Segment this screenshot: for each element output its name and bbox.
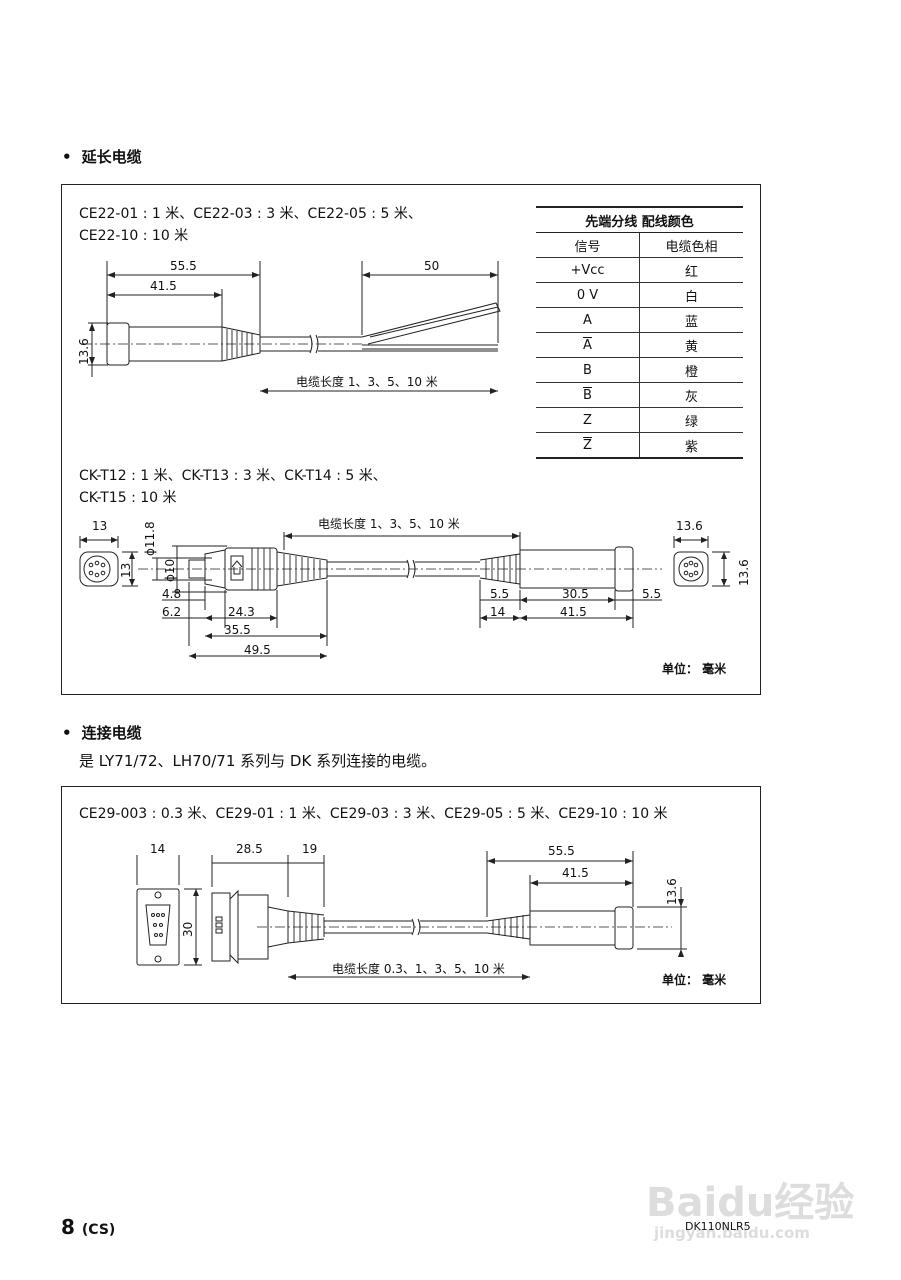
signal-cell: 0 V — [536, 282, 640, 308]
ckt-cable-drawing: 13 13 ϕ11.8 ϕ10 4.8 6.2 24.3 35.5 49.5 电… — [79, 516, 751, 659]
dim-13-6-side: 13.6 — [737, 559, 751, 586]
ckt-models: CK-T12 : 1 米、CK-T13 : 3 米、CK-T14 : 5 米、 … — [79, 465, 387, 509]
signal-cell: A — [536, 332, 640, 358]
ckt-models-line2: CK-T15 : 10 米 — [79, 490, 177, 506]
dim-41-5: 41.5 — [150, 279, 177, 293]
signal-cell: +Vcc — [536, 257, 640, 283]
dim-55-5: 55.5 — [170, 259, 197, 273]
dim-41-5-ce29: 41.5 — [562, 866, 589, 880]
cable-length-label-ce29: 电缆长度 0.3、1、3、5、10 米 — [332, 961, 505, 976]
dim-35-5: 35.5 — [224, 623, 251, 637]
doc-code: DK110NLR5 — [685, 1220, 751, 1233]
bullet: • — [62, 724, 72, 742]
dim-phi-10: ϕ10 — [163, 559, 177, 582]
dim-6-2: 6.2 — [162, 605, 181, 619]
signal-cell: Z — [536, 407, 640, 433]
dim-5-5-right: 5.5 — [642, 587, 661, 601]
section2-title: 连接电缆 — [81, 724, 142, 742]
ckt-models-line1: CK-T12 : 1 米、CK-T13 : 3 米、CK-T14 : 5 米、 — [79, 468, 387, 484]
color-cell: 橙 — [639, 357, 743, 383]
header-signal: 信号 — [536, 232, 640, 258]
color-cell: 绿 — [639, 407, 743, 433]
dim-28-5: 28.5 — [236, 842, 263, 856]
signal-cell: B — [536, 382, 640, 408]
ce29-models: CE29-003 : 0.3 米、CE29-01 : 1 米、CE29-03 :… — [79, 806, 668, 822]
dim-14: 14 — [490, 605, 505, 619]
cable-length-label-2: 电缆长度 1、3、5、10 米 — [318, 516, 460, 531]
dim-50: 50 — [424, 259, 439, 273]
dim-4-8: 4.8 — [162, 587, 181, 601]
connection-cable-frame: CE29-003 : 0.3 米、CE29-01 : 1 米、CE29-03 :… — [61, 786, 761, 1004]
dim-30-5: 30.5 — [562, 587, 589, 601]
color-cell: 白 — [639, 282, 743, 308]
ce22-models-line2: CE22-10 : 10 米 — [79, 228, 189, 244]
cable-length-label: 电缆长度 1、3、5、10 米 — [296, 374, 438, 389]
table-caption: 先端分线 配线颜色 — [536, 206, 743, 233]
dim-49-5: 49.5 — [244, 643, 271, 657]
color-cell: 黄 — [639, 332, 743, 358]
bullet: • — [62, 148, 72, 166]
dim-13-6-top: 13.6 — [676, 519, 703, 533]
ce22-models-line1: CE22-01 : 1 米、CE22-03 : 3 米、CE22-05 : 5 … — [79, 206, 422, 222]
dim-13-side: 13 — [119, 563, 133, 578]
dim-41-5-b: 41.5 — [560, 605, 587, 619]
unit-label: 单位： 毫米 — [662, 662, 727, 676]
dim-24-3: 24.3 — [228, 605, 255, 619]
watermark-url: jingyan.baidu.com — [654, 1224, 810, 1242]
section1-heading: • 延长电缆 — [62, 146, 142, 167]
signal-cell: Z — [536, 432, 640, 459]
section1-title: 延长电缆 — [81, 148, 142, 166]
signal-cell: A — [536, 307, 640, 333]
dim-13-6-ce29: 13.6 — [665, 878, 679, 905]
dim-13-6: 13.6 — [77, 338, 91, 365]
page-number: 8 (CS) — [61, 1215, 115, 1239]
dim-19: 19 — [302, 842, 317, 856]
ce22-models: CE22-01 : 1 米、CE22-03 : 3 米、CE22-05 : 5 … — [79, 203, 422, 247]
ce22-cable-drawing: 55.5 41.5 50 13.6 电缆长度 1、3、5、10 米 — [77, 259, 501, 394]
section2-description: 是 LY71/72、LH70/71 系列与 DK 系列连接的电缆。 — [79, 752, 437, 770]
color-cell: 蓝 — [639, 307, 743, 333]
dim-phi-11-8: ϕ11.8 — [143, 521, 157, 556]
extension-cable-frame: CE22-01 : 1 米、CE22-03 : 3 米、CE22-05 : 5 … — [61, 184, 761, 695]
signal-cell: B — [536, 357, 640, 383]
watermark-brand: Baidu经验 — [646, 1180, 855, 1226]
page-suffix: (CS) — [81, 1222, 116, 1238]
header-color: 电缆色相 — [639, 232, 743, 258]
color-cell: 紫 — [639, 432, 743, 459]
section2-heading: • 连接电缆 — [62, 722, 142, 743]
dim-30: 30 — [181, 922, 195, 937]
dim-13-top: 13 — [92, 519, 107, 533]
unit-label: 单位： 毫米 — [662, 973, 727, 987]
dim-5-5-left: 5.5 — [490, 587, 509, 601]
ce29-cable-drawing: 14 28.5 19 30 55.5 41.5 13.6 电缆长度 0.3、1、… — [136, 842, 687, 980]
color-cell: 红 — [639, 257, 743, 283]
page-number-value: 8 — [61, 1215, 75, 1239]
color-cell: 灰 — [639, 382, 743, 408]
dim-55-5-ce29: 55.5 — [548, 844, 575, 858]
dim-14-dsub: 14 — [150, 842, 165, 856]
